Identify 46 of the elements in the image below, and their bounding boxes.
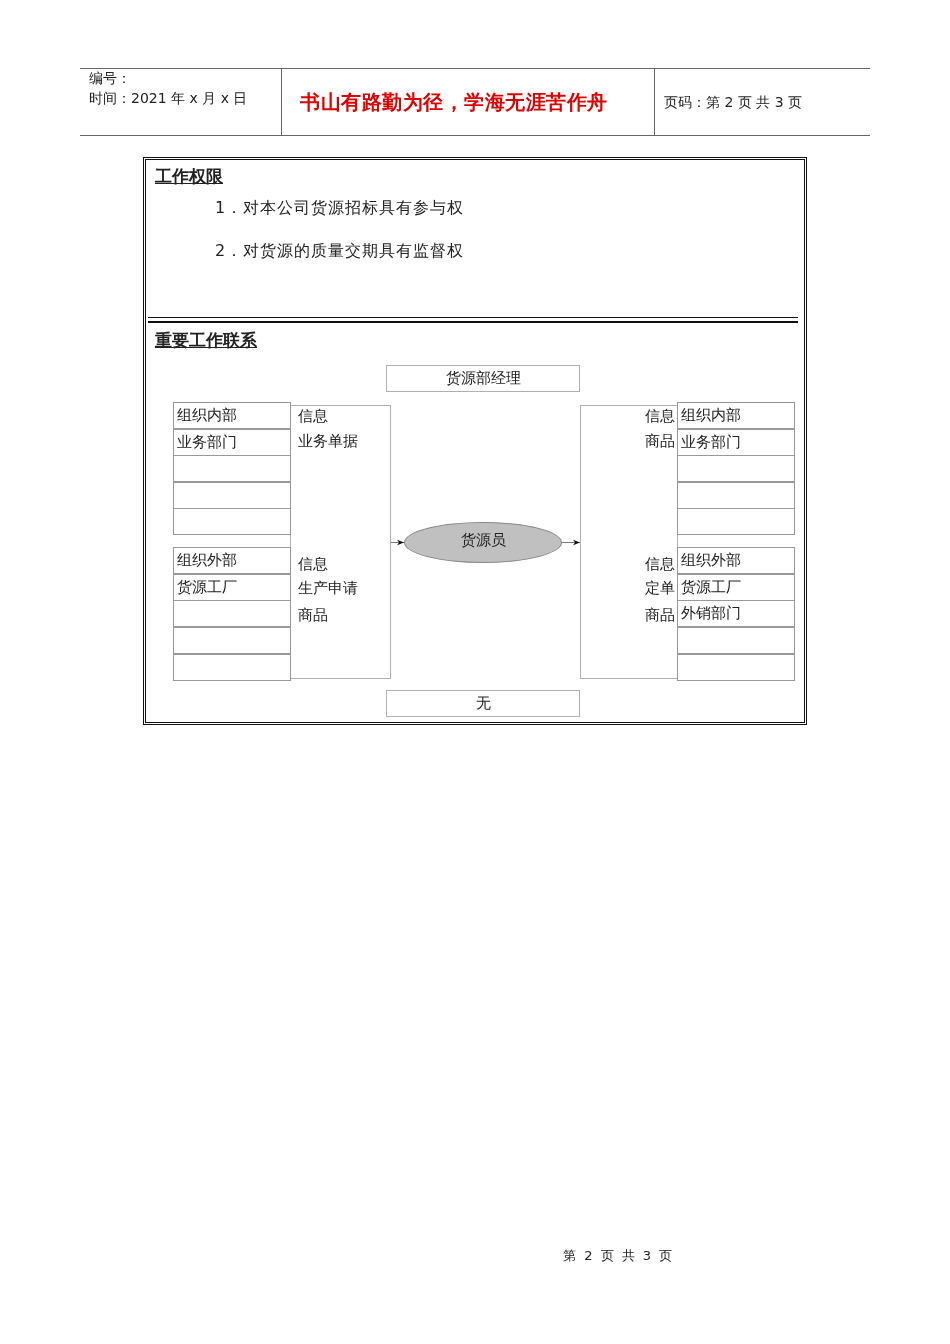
flow-item-label: 商品 bbox=[645, 608, 675, 623]
flow-item-label: 信息 bbox=[298, 557, 328, 572]
section-heading: 工作权限 bbox=[155, 166, 223, 187]
flow-panel bbox=[580, 405, 678, 679]
arrow bbox=[390, 539, 405, 546]
department-box: 外销部门 bbox=[677, 600, 795, 627]
flow-item-label: 定单 bbox=[645, 581, 675, 596]
flow-item-label: 信息 bbox=[645, 409, 675, 424]
date-text: 时间：2021 年 x 月 x 日 bbox=[89, 90, 248, 107]
flow-panel bbox=[290, 405, 391, 679]
department-box: 业务部门 bbox=[173, 429, 291, 456]
motto-text: 书山有路勤为径，学海无涯苦作舟 bbox=[300, 90, 608, 114]
empty-box bbox=[677, 508, 795, 535]
empty-box bbox=[677, 654, 795, 681]
flow-item-label: 信息 bbox=[298, 409, 328, 424]
empty-box bbox=[173, 654, 291, 681]
arrow bbox=[561, 539, 581, 546]
empty-box bbox=[677, 482, 795, 509]
empty-box bbox=[173, 600, 291, 627]
role-ellipse: 货源员 bbox=[404, 522, 562, 563]
flow-item-label: 业务单据 bbox=[298, 434, 358, 449]
department-box: 业务部门 bbox=[677, 429, 795, 456]
page-footer: 第 2 页 共 3 页 bbox=[563, 1248, 675, 1264]
department-box: 货源工厂 bbox=[677, 574, 795, 601]
empty-box bbox=[173, 482, 291, 509]
department-box: 组织外部 bbox=[677, 547, 795, 574]
flow-item-label: 信息 bbox=[645, 557, 675, 572]
empty-box bbox=[173, 455, 291, 482]
flow-item-label: 生产申请 bbox=[298, 581, 358, 596]
label-text: 编号： bbox=[89, 70, 131, 87]
list-item: 2．对货源的质量交期具有监督权 bbox=[215, 241, 465, 261]
department-box: 货源工厂 bbox=[173, 574, 291, 601]
empty-box bbox=[677, 627, 795, 654]
department-box: 组织内部 bbox=[173, 402, 291, 429]
list-item: 1．对本公司货源招标具有参与权 bbox=[215, 198, 465, 218]
flow-item-label: 商品 bbox=[645, 434, 675, 449]
department-box: 组织外部 bbox=[173, 547, 291, 574]
page-number: 页码：第 2 页 共 3 页 bbox=[664, 94, 803, 111]
section-heading: 重要工作联系 bbox=[155, 330, 257, 351]
empty-box bbox=[173, 627, 291, 654]
empty-box bbox=[173, 508, 291, 535]
department-box: 组织内部 bbox=[677, 402, 795, 429]
role-box: 货源部经理 bbox=[386, 365, 580, 392]
role-box: 无 bbox=[386, 690, 580, 717]
empty-box bbox=[677, 455, 795, 482]
flow-item-label: 商品 bbox=[298, 608, 328, 623]
